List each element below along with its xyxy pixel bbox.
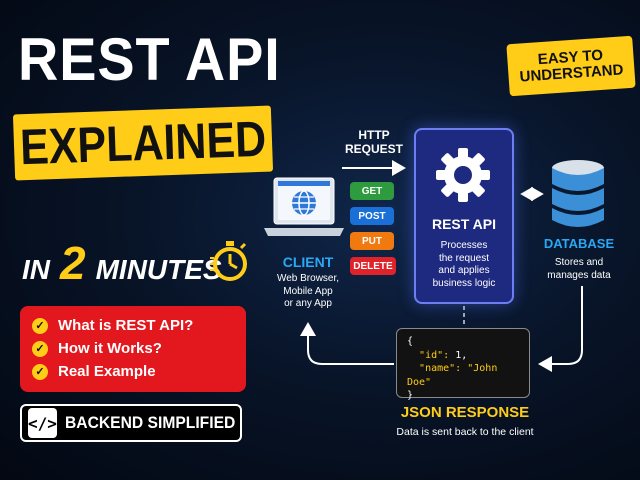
check-icon: ✓ [32, 317, 48, 334]
json-response-description: Data is sent back to the client [396, 426, 534, 438]
check-icon: ✓ [32, 363, 48, 380]
json-response-box: { "id": 1, "name": "John Doe" } [396, 328, 530, 401]
easy-to-understand-badge: EASY TO UNDERSTAND [506, 35, 636, 97]
duration-row: IN 2 MINUTES [22, 240, 222, 286]
client-desc-line2: Mobile App [283, 285, 333, 297]
list-item: ✓ What is REST API? [32, 314, 234, 337]
laptop-icon [264, 177, 344, 236]
database-title: DATABASE [543, 236, 615, 251]
api-desc-line1: Processes [440, 240, 488, 251]
title-rest-api: REST API [18, 26, 281, 93]
list-item: ✓ Real Example [32, 360, 234, 383]
list-item-label: What is REST API? [58, 317, 194, 334]
json-line-id: "id": 1, [407, 349, 519, 363]
topics-checklist: ✓ What is REST API? ✓ How it Works? ✓ Re… [20, 306, 246, 392]
db-to-json-arrow [538, 286, 583, 372]
json-close-brace: } [407, 390, 414, 401]
database-description: Stores and manages data [538, 257, 620, 282]
code-icon: </> [28, 408, 57, 438]
method-post: POST [350, 207, 394, 225]
json-name-value: "John Doe" [407, 363, 498, 388]
database-icon [552, 160, 604, 227]
minutes-label: MINUTES [95, 254, 222, 285]
api-desc-line3: and applies [438, 265, 490, 276]
backend-simplified-badge: </> BACKEND SIMPLIFIED [20, 404, 242, 442]
api-desc-line4: business logic [432, 277, 496, 289]
gear-icon [436, 148, 490, 202]
method-delete: DELETE [350, 257, 396, 275]
client-desc-line1: Web Browser, [276, 273, 340, 284]
badge-line2: UNDERSTAND [519, 61, 624, 86]
minutes-number: 2 [60, 237, 86, 289]
json-response-title: JSON RESPONSE [400, 404, 530, 421]
check-icon: ✓ [32, 340, 48, 357]
list-item: ✓ How it Works? [32, 337, 234, 360]
backend-label: BACKEND SIMPLIFIED [64, 413, 236, 432]
json-id-key: "id": [419, 349, 450, 361]
db-desc-line2: manages data [547, 269, 611, 281]
http-label-line1: HTTP [358, 128, 390, 142]
http-label-line2: REQUEST [344, 142, 403, 157]
title-explained: EXPLAINED [19, 110, 267, 176]
client-title: CLIENT [282, 254, 334, 270]
db-desc-line1: Stores and [554, 257, 604, 268]
rest-api-description: Processes the request and applies busine… [418, 240, 510, 290]
list-item-label: How it Works? [58, 340, 162, 357]
json-to-client-arrow [300, 322, 394, 365]
api-desc-line2: the request [438, 252, 490, 264]
method-put: PUT [350, 232, 394, 250]
http-request-label: HTTP REQUEST [344, 128, 404, 157]
client-description: Web Browser, Mobile App or any App [264, 273, 352, 311]
json-name-key: "name": [419, 363, 462, 374]
json-open-brace: { [407, 336, 414, 347]
method-get: GET [350, 182, 394, 200]
title-explained-banner: EXPLAINED [12, 105, 274, 181]
json-id-value: 1, [455, 349, 468, 361]
client-desc-line3: or any App [284, 298, 332, 309]
in-label: IN [22, 254, 50, 285]
json-line-name: "name": "John Doe" [407, 362, 519, 389]
rest-api-title: REST API [431, 216, 497, 232]
stopwatch-icon [210, 241, 247, 281]
list-item-label: Real Example [58, 363, 156, 380]
